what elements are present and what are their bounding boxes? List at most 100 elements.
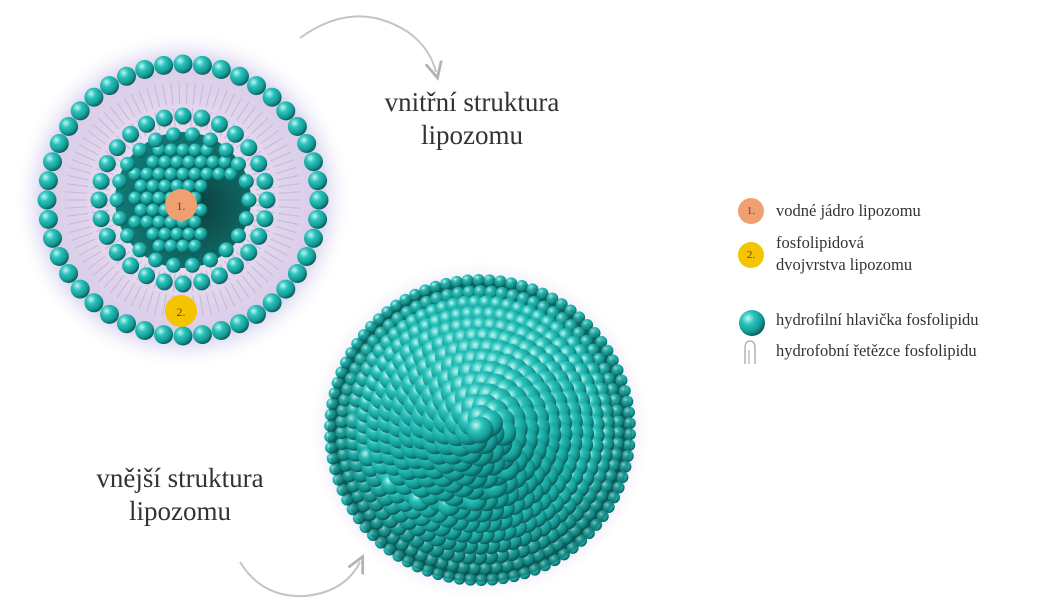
phospholipid-head — [185, 127, 200, 142]
phospholipid-head — [154, 325, 173, 344]
core-head — [153, 192, 166, 205]
phospholipid-head — [110, 193, 125, 208]
liposome-sphere — [308, 258, 652, 601]
phospholipid-head — [227, 126, 244, 143]
core-head — [165, 168, 178, 181]
core-head — [165, 144, 178, 157]
core-head — [135, 180, 148, 193]
core-head — [147, 204, 160, 217]
phospholipid-head — [109, 244, 126, 261]
legend-head: hydrofilní hlavička fosfolipidu — [738, 309, 979, 337]
phospholipid-head — [231, 157, 246, 172]
phospholipid-head — [120, 157, 135, 172]
core-head — [189, 168, 202, 181]
phospholipid-tail — [186, 82, 187, 104]
phospholipid-head — [242, 193, 257, 208]
phospholipid-head — [308, 210, 327, 229]
core-head — [189, 144, 202, 157]
outer-structure-line-1: vnější struktura — [60, 462, 300, 495]
phospholipid-head — [297, 247, 316, 266]
phospholipid-head — [117, 314, 136, 333]
core-head — [195, 180, 208, 193]
legend-bilayer-text: fosfolipidová dvojvrstva lipozomu — [776, 232, 912, 276]
core-head — [177, 168, 190, 181]
core-head — [171, 156, 184, 169]
phospholipid-head — [166, 258, 181, 273]
curved-arrow-top — [300, 16, 436, 72]
phospholipid-head — [263, 88, 282, 107]
phospholipid-head — [43, 229, 62, 248]
phospholipid-head — [100, 305, 119, 324]
phospholipid-head — [219, 143, 234, 158]
core-head — [129, 216, 142, 229]
phospholipid-head — [203, 253, 218, 268]
phospholipid-head — [174, 55, 193, 74]
core-head — [189, 240, 202, 253]
core-head — [195, 228, 208, 241]
inner-structure-line-1: vnitřní struktura — [352, 86, 592, 119]
phospholipid-head — [174, 327, 193, 346]
phospholipid-head — [193, 110, 210, 127]
phospholipid-head — [288, 264, 307, 283]
phospholipid-head — [308, 171, 327, 190]
legend-core-badge: 1. — [738, 198, 764, 224]
core-head — [195, 156, 208, 169]
phospholipid-head — [99, 228, 116, 245]
core-head — [177, 144, 190, 157]
phospholipid-head — [93, 173, 110, 190]
phospholipid-head — [148, 253, 163, 268]
phospholipid-head — [148, 133, 163, 148]
core-marker-label: 1. — [177, 199, 186, 213]
phospholipid-head — [84, 88, 103, 107]
phospholipid-head — [203, 133, 218, 148]
core-head — [153, 168, 166, 181]
phospholipid-head — [211, 267, 228, 284]
legend-core: 1. vodné jádro lipozomu — [738, 198, 921, 224]
phospholipid-head — [250, 155, 267, 172]
core-head — [159, 156, 172, 169]
core-head — [159, 228, 172, 241]
core-head — [213, 168, 226, 181]
core-head — [129, 192, 142, 205]
phospholipid-head — [132, 242, 147, 257]
legend-bilayer-badge: 2. — [738, 242, 764, 268]
core-head — [159, 180, 172, 193]
phospholipid-head — [135, 321, 154, 340]
legend-bilayer: 2. fosfolipidová dvojvrstva lipozomu — [738, 232, 912, 276]
core-head — [165, 240, 178, 253]
phospholipid-head — [219, 242, 234, 257]
phospholipid-head — [276, 101, 295, 120]
legend-bilayer-line-2: dvojvrstva lipozomu — [776, 254, 912, 276]
phospholipid-head — [135, 60, 154, 79]
phospholipid-head — [50, 247, 69, 266]
core-head — [135, 204, 148, 217]
phospholipid-head — [193, 273, 210, 290]
legend-core-text: vodné jádro lipozomu — [776, 200, 921, 222]
legend-bilayer-line-1: fosfolipidová — [776, 232, 912, 254]
phospholipid-head — [138, 116, 155, 133]
phospholipid-head — [288, 117, 307, 136]
phospholipid-head — [297, 134, 316, 153]
phospholipid-head — [230, 67, 249, 86]
phospholipid-head — [166, 127, 181, 142]
core-head — [147, 180, 160, 193]
phospholipid-head — [240, 244, 257, 261]
phospholipid-head — [112, 174, 127, 189]
core-head — [153, 240, 166, 253]
curved-arrow-bottom — [240, 562, 360, 596]
core-head — [171, 228, 184, 241]
phospholipid-head — [193, 325, 212, 344]
inner-structure-line-2: lipozomu — [352, 119, 592, 152]
phospholipid-head — [193, 56, 212, 75]
phospholipid-head — [250, 228, 267, 245]
core-head — [201, 168, 214, 181]
phospholipid-head — [276, 280, 295, 299]
phospholipid-head — [185, 258, 200, 273]
bilayer-marker-label: 2. — [177, 305, 186, 319]
phospholipid-head — [39, 210, 58, 229]
phospholipid-head — [154, 56, 173, 75]
phospholipid-head — [239, 174, 254, 189]
legend-tail: hydrofobní řetězce fosfolipidu — [738, 340, 977, 368]
phospholipid-head — [156, 273, 173, 290]
